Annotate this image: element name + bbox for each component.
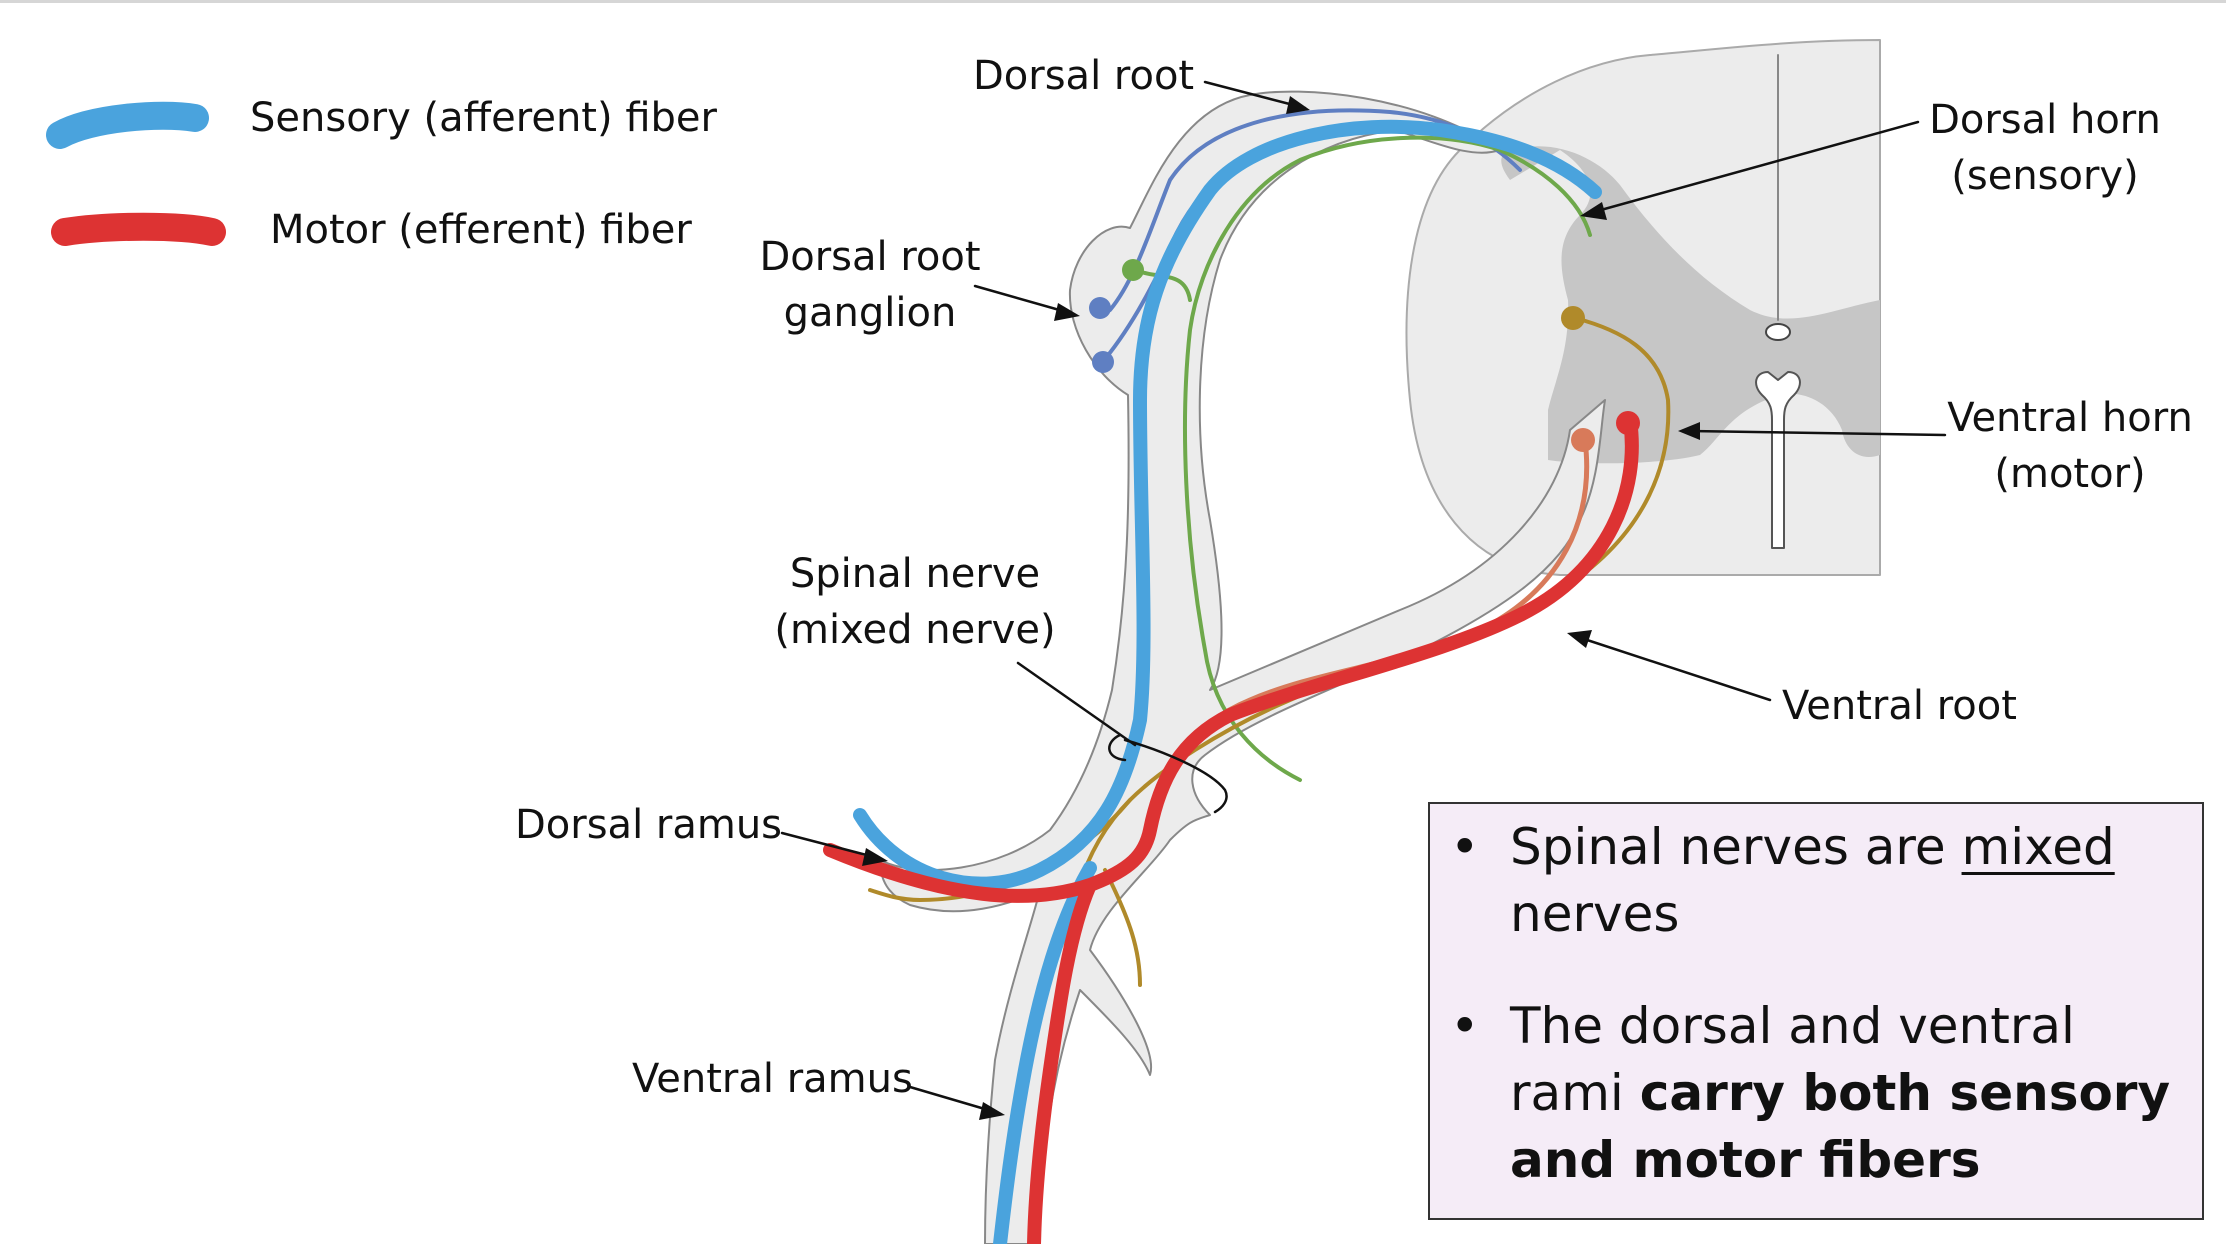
central-canal — [1765, 323, 1791, 341]
legend-sensory-label: Sensory (afferent) fiber — [250, 95, 717, 141]
ventral-horn-label-line1: Ventral horn — [1947, 395, 2193, 441]
note-list: • Spinal nerves are mixed nerves • The d… — [1430, 814, 2202, 1194]
dorsal-root-ganglion-cell-body-2 — [1092, 351, 1114, 373]
note-bullet-2-bold: carry both sensory and motor fibers — [1510, 1064, 2171, 1189]
spinal-nerve-label-line1: Spinal nerve — [789, 551, 1041, 597]
note-bullet-2-text: The dorsal and ventral rami — [1510, 997, 2075, 1122]
legend-motor-swatch — [51, 212, 226, 246]
note-bullet-1-underlined: mixed — [1961, 818, 2115, 876]
drg-label-line1: Dorsal root — [759, 234, 981, 280]
ventral-horn-leader — [1688, 429, 1947, 437]
dorsal-ramus-leader — [780, 831, 880, 860]
top-border-line — [0, 0, 2226, 3]
red-motor-neuron-cell-body — [1616, 411, 1640, 435]
dorsal-horn-label-line1: Dorsal horn — [1929, 97, 2161, 143]
spinal-nerve-label: Spinal nerve (mixed nerve) — [765, 546, 1065, 658]
drg-leader — [973, 284, 1072, 315]
dorsal-horn-label-line2: (sensory) — [1951, 153, 2139, 199]
ventral-root-leader — [1576, 635, 1772, 702]
ventral-root-label: Ventral root — [1782, 683, 2017, 729]
sensory-fiber-line — [853, 119, 1602, 1244]
ventral-root-arrowhead — [1567, 630, 1592, 648]
dorsal-horn-leader — [1588, 120, 1920, 215]
spinal-nerve-label-line2: (mixed nerve) — [774, 607, 1056, 653]
dorsal-ramus-arrowhead — [862, 848, 888, 866]
ventral-ramus-arrowhead — [979, 1102, 1005, 1120]
drg-label-line2: ganglion — [783, 290, 957, 336]
note-bullet-1: • Spinal nerves are mixed nerves — [1430, 814, 2202, 948]
ventral-horn-label: Ventral horn (motor) — [1920, 390, 2220, 502]
note-bullet-2: • The dorsal and ventral rami carry both… — [1430, 993, 2202, 1194]
note-bullet-1-text: Spinal nerves are — [1510, 818, 1962, 876]
ventral-ramus-label: Ventral ramus — [632, 1056, 913, 1102]
ventral-ramus-leader — [908, 1085, 997, 1114]
note-box: • Spinal nerves are mixed nerves • The d… — [1428, 802, 2204, 1220]
legend-motor-label: Motor (efferent) fiber — [270, 207, 692, 253]
leader-lines — [780, 80, 1947, 1120]
ventral-horn-label-line2: (motor) — [1994, 451, 2146, 497]
dorsal-root-ganglion-cell-body-1 — [1089, 297, 1111, 319]
dorsal-root-ganglion-label: Dorsal root ganglion — [730, 229, 1010, 341]
olive-fiber-ventral-branch — [1103, 868, 1142, 987]
motor-fiber-line — [823, 413, 1639, 1244]
salmon-motor-neuron-cell-body — [1571, 428, 1595, 452]
note-bullet-1-rest: nerves — [1510, 885, 1680, 943]
spinal-nerve-leader — [1016, 661, 1137, 747]
dorsal-root-arrowhead — [1286, 96, 1310, 114]
dorsal-ramus-label: Dorsal ramus — [515, 802, 783, 848]
dorsal-root-label: Dorsal root — [973, 53, 1195, 99]
olive-neuron-cell-body — [1561, 306, 1585, 330]
dorsal-horn-arrowhead — [1580, 202, 1607, 220]
legend-sensory-swatch — [46, 101, 209, 149]
anterior-median-fissure — [1755, 371, 1801, 549]
spinal-nerve-cut-mark — [1108, 733, 1228, 814]
drg-arrowhead — [1054, 303, 1080, 321]
green-neuron-cell-body — [1122, 259, 1144, 281]
ventral-horn-arrowhead — [1678, 422, 1700, 440]
bullet-glyph: • — [1450, 818, 1480, 876]
bullet-glyph: • — [1450, 997, 1480, 1055]
dorsal-horn-label: Dorsal horn (sensory) — [1895, 92, 2195, 204]
green-fiber — [1183, 135, 1592, 782]
